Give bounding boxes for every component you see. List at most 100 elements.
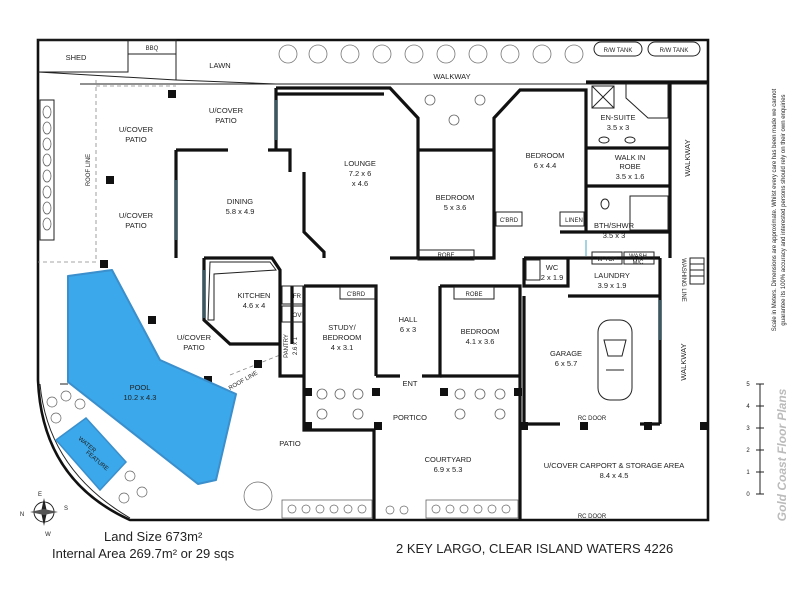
linen-label: LINEN xyxy=(565,218,583,224)
entry-planters xyxy=(281,94,519,519)
compass-w: W xyxy=(45,532,51,538)
fr-label: FR xyxy=(293,294,302,300)
disclaimer-line-2: guarantee its 100% accuracy and interest… xyxy=(781,94,787,325)
washing-line-label: WASHING LINE xyxy=(680,258,686,301)
patio-columns xyxy=(100,90,708,430)
carport-label: U/COVER CARPORT & STORAGE AREA xyxy=(544,461,684,470)
scale-tick-3: 3 xyxy=(746,426,750,432)
courtyard-label: COURTYARD xyxy=(425,455,472,464)
walkway-top-label: WALKWAY xyxy=(433,72,470,81)
robe-mid-label: ROBE xyxy=(437,253,454,259)
portico-label: PORTICO xyxy=(393,413,427,422)
pool-label: POOL xyxy=(130,383,151,392)
rw-tank-2-label: R/W TANK xyxy=(660,48,689,54)
shrubs-top xyxy=(278,44,584,64)
walkin-robe-1: WALK IN xyxy=(615,153,646,162)
carport-size: 8.4 x 4.5 xyxy=(600,471,629,480)
compass-s: S xyxy=(64,506,68,512)
walkway-right2-label: WALKWAY xyxy=(679,343,688,380)
study-size: 4 x 3.1 xyxy=(331,343,354,352)
lounge-label: LOUNGE xyxy=(344,159,376,168)
rc-door-1-label: RC DOOR xyxy=(578,416,607,422)
cbrd-1-label: C'BRD xyxy=(500,218,519,224)
ucover-patio-left2-2: PATIO xyxy=(125,221,147,230)
shed-label: SHED xyxy=(66,53,87,62)
disclaimer-line-1: Scale in Meters. Dimensions are approxim… xyxy=(772,88,778,331)
bedroom-right-size: 6 x 4.4 xyxy=(534,161,557,170)
house-walls xyxy=(174,80,708,520)
ucover-patio-top-1: U/COVER xyxy=(209,106,244,115)
scale-bar: 0 1 2 3 4 5 xyxy=(746,382,764,498)
pool-shape xyxy=(67,269,237,485)
scale-tick-0: 0 xyxy=(746,492,750,498)
cbrd-2-label: C'BRD xyxy=(347,292,366,298)
wc-size: 2 x 1.9 xyxy=(541,273,564,282)
address: 2 KEY LARGO, CLEAR ISLAND WATERS 4226 xyxy=(396,541,673,556)
compass-n: N xyxy=(20,512,24,518)
wash-mc-1: WASH xyxy=(629,254,647,260)
patio-label: PATIO xyxy=(279,439,301,448)
car-icon xyxy=(597,319,633,401)
compass-icon: N S E W xyxy=(20,492,68,538)
hall-size: 6 x 3 xyxy=(400,325,416,334)
rw-tank-2 xyxy=(647,41,701,57)
garage-label: GARAGE xyxy=(550,349,582,358)
bedroom-right-label: BEDROOM xyxy=(526,151,565,160)
lounge-size-2: x 4.6 xyxy=(352,179,368,188)
bth-shwr-label: BTH/SHWR xyxy=(594,221,635,230)
scale-tick-2: 2 xyxy=(746,448,750,454)
pantry-label: PANTRY xyxy=(284,334,290,358)
washing-line-steps xyxy=(689,257,705,285)
bedroom-mid-label: BEDROOM xyxy=(436,193,475,202)
scale-tick-1: 1 xyxy=(746,470,750,476)
ucover-patio-top-2: PATIO xyxy=(215,116,237,125)
walkin-robe-2: ROBE xyxy=(619,162,640,171)
dining-size: 5.8 x 4.9 xyxy=(226,207,255,216)
ov-label: OV xyxy=(293,313,302,319)
roof-line-left-label: ROOF LINE xyxy=(86,154,92,186)
bedroom-lower-size: 4.1 x 3.6 xyxy=(466,337,495,346)
ensuite-size: 3.5 x 3 xyxy=(607,123,630,132)
rw-tank-1-label: R/W TANK xyxy=(604,48,633,54)
bedroom-lower-label: BEDROOM xyxy=(461,327,500,336)
lounge-size-1: 7.2 x 6 xyxy=(349,169,372,178)
land-size: Land Size 673m² xyxy=(104,529,203,544)
dining-label: DINING xyxy=(227,197,253,206)
garage-size: 6 x 5.7 xyxy=(555,359,578,368)
wtop-label: W-TOP xyxy=(597,257,617,263)
ucover-patio-left2-1: U/COVER xyxy=(119,211,154,220)
scale-tick-5: 5 xyxy=(746,382,750,388)
compass-e: E xyxy=(38,492,42,498)
rw-tank-1 xyxy=(593,41,643,57)
courtyard-size: 6.9 x 5.3 xyxy=(434,465,463,474)
ucover-patio-left1-1: U/COVER xyxy=(119,125,154,134)
study-label-1: STUDY/ xyxy=(328,323,356,332)
walkway-right-label: WALKWAY xyxy=(683,139,692,176)
pool-size: 10.2 x 4.3 xyxy=(124,393,157,402)
ensuite-label: EN-SUITE xyxy=(600,113,635,122)
shed-outline xyxy=(38,39,129,73)
lawn-label: LAWN xyxy=(209,61,230,70)
left-planter xyxy=(39,99,55,241)
property-boundary xyxy=(36,38,710,522)
study-label-2: BEDROOM xyxy=(323,333,362,342)
wash-mc-2: M/C xyxy=(633,260,645,266)
internal-area: Internal Area 269.7m² or 29 sqs xyxy=(52,546,235,561)
wc-label: WC xyxy=(546,263,559,272)
laundry-label: LAUNDRY xyxy=(594,271,630,280)
hall-label: HALL xyxy=(399,315,418,324)
robe-2-label: ROBE xyxy=(465,292,482,298)
kitchen-label: KITCHEN xyxy=(238,291,271,300)
ucover-patio-pool-1: U/COVER xyxy=(177,333,212,342)
brand-watermark: Gold Coast Floor Plans xyxy=(775,388,789,521)
walkin-robe-3: 3.5 x 1.6 xyxy=(616,172,645,181)
bbq-label: BBQ xyxy=(146,46,159,52)
kitchen-size: 4.6 x 4 xyxy=(243,301,266,310)
bth-shwr-size: 3.5 x 3 xyxy=(603,231,626,240)
scale-tick-4: 4 xyxy=(746,404,750,410)
bedroom-mid-size: 5 x 3.6 xyxy=(444,203,467,212)
laundry-size: 3.9 x 1.9 xyxy=(598,281,627,290)
ucover-patio-left1-2: PATIO xyxy=(125,135,147,144)
ucover-patio-pool-2: PATIO xyxy=(183,343,205,352)
